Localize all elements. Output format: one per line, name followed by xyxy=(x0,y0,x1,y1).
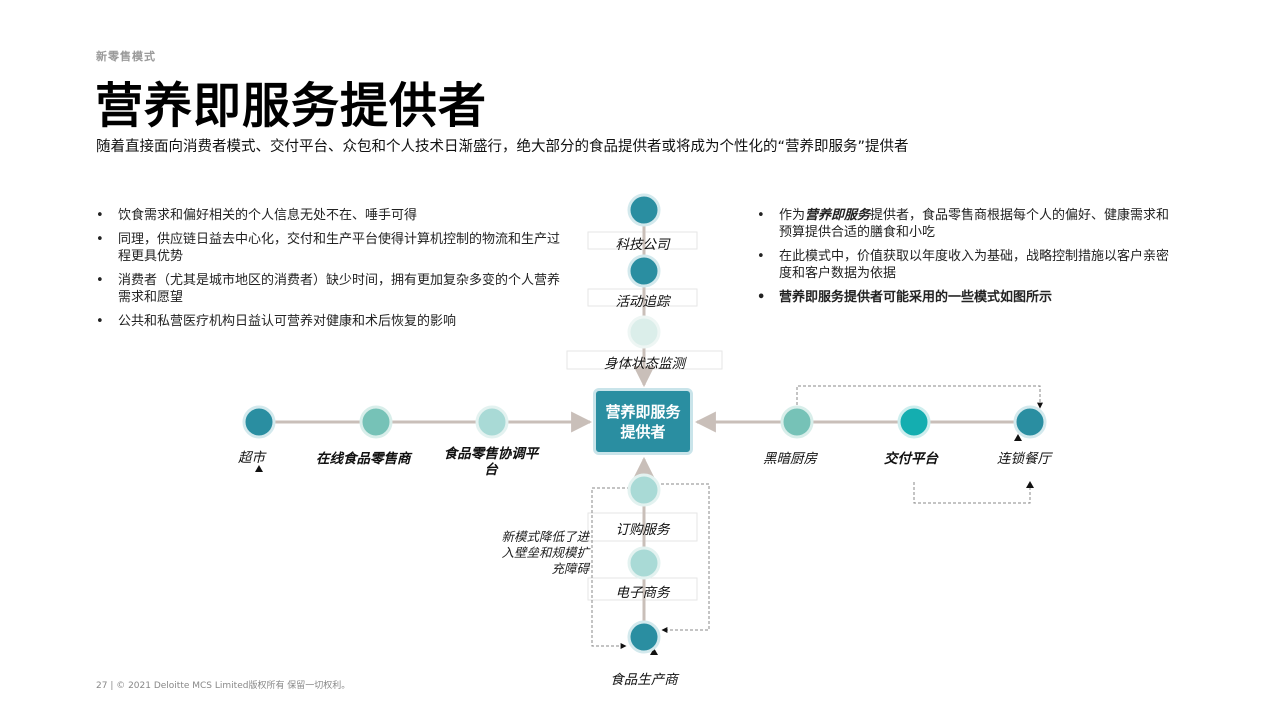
section-label: 新零售模式 xyxy=(96,50,156,63)
label-subscription: 订购服务 xyxy=(615,522,670,538)
barrier-note: 新模式降低了进入壁垒和规模扩充障碍 xyxy=(501,529,589,576)
left-bullet-list: 饮食需求和偏好相关的个人信息无处不在、唾手可得 同理，供应链日益去中心化，交付和… xyxy=(96,207,566,337)
label-online-grocer: 在线食品零售商 xyxy=(316,451,411,467)
page-title: 营养即服务提供者 xyxy=(95,78,488,134)
label-delivery-platform: 交付平台 xyxy=(884,451,938,467)
node-subscription xyxy=(627,473,661,507)
arrowhead-chain-bottom xyxy=(1026,481,1034,488)
label-dark-kitchen: 黑暗厨房 xyxy=(763,451,817,467)
node-dark-kitchen xyxy=(780,405,814,439)
right-bullet-3: 营养即服务提供者可能采用的一些模式如图所示 xyxy=(757,289,1177,306)
node-online-grocer xyxy=(359,405,393,439)
loop-bottom-left xyxy=(591,487,630,649)
node-chain-restaurant xyxy=(1013,405,1047,439)
node-ecommerce xyxy=(627,546,661,580)
left-bullet-2: 同理，供应链日益去中心化，交付和生产平台使得计算机控制的物流和生产过程更具优势 xyxy=(96,231,566,265)
right-bullet-2: 在此模式中，价值获取以年度收入为基础，战略控制措施以客户亲密度和客户数据为依据 xyxy=(757,248,1177,282)
page-subtitle: 随着直接面向消费者模式、交付平台、众包和个人技术日渐盛行，绝大部分的食品提供者或… xyxy=(96,139,909,155)
label-activity-tracking: 活动追踪 xyxy=(615,294,670,310)
node-tech-company xyxy=(627,193,661,227)
right-bullet-list: 作为营养即服务提供者，食品零售商根据每个人的偏好、健康需求和预算提供合适的膳食和… xyxy=(757,207,1177,313)
label-food-coordination: 食品零售协调平台 xyxy=(443,446,539,478)
node-body-monitoring xyxy=(627,315,661,349)
loop-delivery-to-chain xyxy=(913,482,1031,504)
center-hub-label: 营养即服务提供者 xyxy=(605,402,681,441)
node-supermarket xyxy=(242,405,276,439)
loop-bottom-right xyxy=(656,483,710,633)
right-bullet-1-emphasis: 营养即服务 xyxy=(805,208,871,223)
node-delivery-platform xyxy=(897,405,931,439)
footer-copyright: 27 | © 2021 Deloitte MCS Limited版权所有 保留一… xyxy=(96,681,351,691)
right-bullet-1-prefix: 作为 xyxy=(779,208,806,223)
label-supermarket: 超市 xyxy=(238,450,265,466)
left-bullet-1: 饮食需求和偏好相关的个人信息无处不在、唾手可得 xyxy=(96,207,566,224)
label-chain-restaurant: 连锁餐厅 xyxy=(997,451,1051,467)
right-bullet-1: 作为营养即服务提供者，食品零售商根据每个人的偏好、健康需求和预算提供合适的膳食和… xyxy=(757,207,1177,241)
node-food-coordination xyxy=(475,405,509,439)
left-bullet-3: 消费者（尤其是城市地区的消费者）缺少时间，拥有更加复杂多变的个人营养需求和愿望 xyxy=(96,272,566,306)
loop-dark-kitchen-to-chain xyxy=(796,385,1043,409)
left-bullet-4: 公共和私营医疗机构日益认可营养对健康和术后恢复的影响 xyxy=(96,313,566,330)
arrowhead-supermarket xyxy=(255,465,263,472)
arrowhead-producer xyxy=(650,648,658,655)
node-activity-tracking xyxy=(627,254,661,288)
right-bullet-1-suffix: 提供者，食品零售商根据每个人的偏好、健康需求和预算提供合适的膳食和小吃 xyxy=(779,208,1170,240)
label-tech-company: 科技公司 xyxy=(615,237,670,253)
arrowhead-chain-top xyxy=(1014,434,1022,441)
label-food-producer: 食品生产商 xyxy=(610,672,678,688)
center-hub: 营养即服务提供者 xyxy=(593,388,693,455)
node-food-producer xyxy=(627,620,661,654)
label-body-monitoring: 身体状态监测 xyxy=(604,356,685,372)
label-ecommerce: 电子商务 xyxy=(615,585,670,601)
